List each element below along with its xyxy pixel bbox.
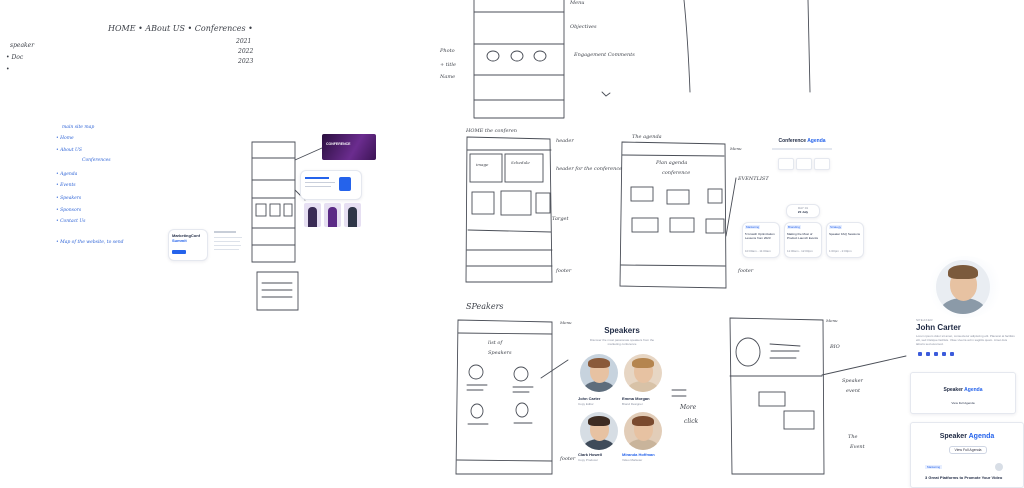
speaker-avatar-john[interactable] — [580, 354, 618, 392]
label-the-event-1: The — [848, 434, 858, 440]
agenda-talk-title[interactable]: 3 Great Platforms to Promote Your Video — [925, 475, 1003, 480]
label-bio: BIO — [830, 344, 840, 350]
label-event-list: EVENTLIST — [738, 176, 769, 182]
label-speaker-event-1: Speaker — [842, 378, 863, 384]
agenda-title: Conference Agenda — [778, 138, 826, 144]
agenda-section: Conference Agenda DAY 01 20 July Marketi… — [742, 134, 864, 264]
label-header: header — [556, 138, 574, 144]
view-agenda-link[interactable]: View Full Agenda — [951, 401, 975, 405]
speaker-role: Brand Designer — [622, 402, 643, 406]
speaker-agenda-card-2: Speaker Agenda View Full Agenda Marketin… — [910, 422, 1024, 488]
banner-title: CONFERENCE — [326, 142, 351, 146]
speakers-title: Speakers — [604, 326, 640, 335]
speaker-agenda-title: Speaker Agenda — [943, 387, 983, 393]
label-menu-top: Menu — [570, 0, 585, 6]
label-menu-bio: Menu — [826, 318, 838, 323]
mini-brand-2: Summit — [172, 238, 187, 243]
note-year-2: 2022 — [238, 48, 254, 55]
speaker-name[interactable]: Miranda Hoffman — [622, 452, 655, 457]
speakers-panel: Speakers Discover the most passionate sp… — [572, 326, 672, 466]
speaker-role: Copy Producer — [578, 458, 599, 462]
label-footer-agenda: footer — [738, 268, 754, 274]
speaker-avatar-miranda[interactable] — [624, 412, 662, 450]
label-the-event-2: Event — [850, 444, 865, 450]
label-schedule: Schedule — [511, 160, 530, 165]
speaker-role: Copy Editor — [578, 402, 594, 406]
conference-banner-image: CONFERENCE — [322, 134, 376, 160]
note-top-nav: HOME • ABout US • Conferences • — [108, 24, 253, 33]
agenda-tag: Marketing — [925, 465, 943, 469]
label-plan-conference: conference — [662, 170, 691, 176]
note-blue-speakers: • Speakers — [56, 196, 82, 201]
speakers-subtitle: Discover the most passionate speakers fr… — [589, 338, 655, 346]
linkedin-icon[interactable] — [942, 352, 946, 356]
label-menu-agenda: Menu — [730, 146, 742, 151]
speaker-role: Video Marketer — [622, 458, 643, 462]
mini-hero-card: MarketingConf Summit — [168, 229, 208, 261]
label-click: click — [684, 418, 699, 425]
label-target: Target — [552, 216, 569, 222]
speaker-agenda-title-2: Speaker Agenda — [939, 433, 995, 440]
facebook-icon[interactable] — [918, 352, 922, 356]
label-home-page: HOME the conferen — [466, 128, 518, 134]
youtube-icon[interactable] — [950, 352, 954, 356]
note-blue-events: • Events — [56, 183, 76, 188]
profile-name: John Carter — [916, 323, 961, 332]
note-year-1: 2021 — [236, 38, 252, 45]
note-blue-contact: • Contact Us — [56, 219, 86, 224]
note-bullet: • — [6, 66, 10, 73]
mini-cta[interactable] — [172, 250, 186, 254]
agenda-speaker-avatar — [995, 463, 1003, 471]
label-menu-speakers: Menu — [560, 320, 572, 325]
note-blue-agenda: • Agenda — [56, 172, 78, 177]
label-plan-agenda: Plan agenda — [656, 160, 688, 166]
label-the-agenda: The agenda — [632, 134, 662, 140]
label-image: image — [476, 162, 489, 167]
note-blue-sponsors: • Sponsors — [56, 208, 82, 213]
label-list-of: list of — [488, 340, 503, 346]
note-blue-map: • Map of the website, to send — [56, 240, 124, 245]
agenda-day-pill[interactable]: DAY 01 20 July — [786, 204, 820, 218]
speaker-avatar-clark[interactable] — [580, 412, 618, 450]
label-more: More — [680, 404, 697, 411]
view-full-agenda-button[interactable]: View Full Agenda — [949, 446, 987, 454]
mini-speakers-row — [304, 203, 362, 231]
label-header-conf: header for the conference — [556, 166, 623, 172]
mini-brand: MarketingConf — [172, 233, 200, 238]
agenda-session-card[interactable]: Marketing 5 Growth Optimization Lessons … — [742, 222, 780, 258]
agenda-session-card[interactable]: Strategy Speaker FAQ Sessions 1:00pm - 2… — [826, 222, 864, 258]
note-blue-conferences: Conferences — [82, 158, 111, 163]
speaker-avatar-emma[interactable] — [624, 354, 662, 392]
label-list-speakers: Speakers — [488, 350, 512, 356]
label-title: + title — [440, 62, 456, 68]
twitter-icon[interactable] — [926, 352, 930, 356]
speaker-agenda-card-1: Speaker Agenda View Full Agenda — [910, 372, 1016, 414]
label-name: Name — [440, 74, 456, 80]
label-engagement: Engagement Comments — [574, 52, 635, 58]
label-footer-home: footer — [556, 268, 572, 274]
note-blue-about: • About US — [56, 148, 82, 153]
note-blue-home: • Home — [56, 136, 74, 141]
note-year-3: 2023 — [238, 58, 254, 65]
label-objectives: Objectives — [570, 24, 597, 30]
speaker-name[interactable]: Clark Howell — [578, 452, 603, 457]
note-speaker: speaker — [10, 42, 35, 49]
profile-eyebrow: SPEAKER — [916, 318, 933, 322]
label-speakers-sketch: SPeakers — [466, 302, 504, 311]
mini-schedule-block — [214, 229, 244, 257]
note-doc: • Doc — [6, 54, 24, 61]
speaker-profile-column: SPEAKER John Carter Lorem ipsum dolor si… — [910, 252, 1024, 488]
speaker-name[interactable]: John Carter — [578, 396, 601, 401]
label-speaker-event-2: event — [846, 388, 860, 394]
label-footer-speakers: footer — [560, 456, 576, 462]
speaker-name[interactable]: Emma Morgan — [622, 396, 650, 401]
instagram-icon[interactable] — [934, 352, 938, 356]
note-blue-title: main site map — [62, 125, 95, 130]
mini-schedule-card — [300, 170, 362, 200]
profile-bio: Lorem ipsum dolor sit amet, consectetur … — [916, 334, 1015, 346]
agenda-session-card[interactable]: Branding Making the Most of Product Laun… — [784, 222, 822, 258]
label-photo: Photo — [440, 48, 455, 54]
profile-photo — [936, 260, 990, 314]
